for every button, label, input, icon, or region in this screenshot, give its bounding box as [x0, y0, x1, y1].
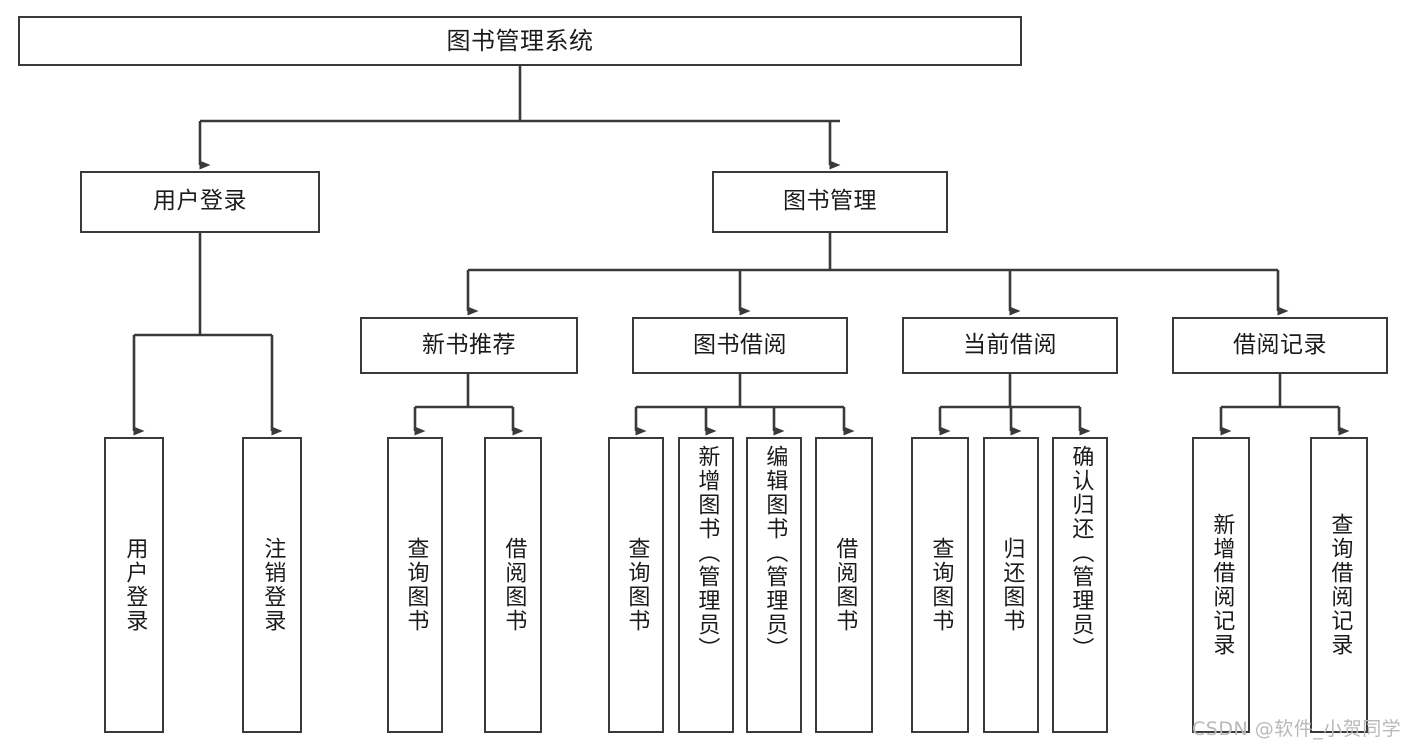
node-label: 归还图书 — [999, 537, 1025, 633]
node-label: 新书推荐 — [422, 331, 516, 358]
node-new-book-recommend[interactable]: 新书推荐 — [360, 317, 578, 374]
node-leaf-borrow-book-2[interactable]: 借阅图书 — [815, 437, 873, 733]
node-leaf-confirm-return[interactable]: 确认归还（管理员） — [1052, 437, 1108, 733]
node-current-borrow[interactable]: 当前借阅 — [902, 317, 1118, 374]
csdn-watermark: CSDN @软件_小贺同学 — [1192, 718, 1402, 740]
node-label: 借阅图书 — [832, 537, 858, 633]
node-leaf-add-book[interactable]: 新增图书（管理员） — [678, 437, 734, 733]
node-label: 编辑图书（管理员） — [762, 445, 788, 661]
node-leaf-query-book-3[interactable]: 查询图书 — [911, 437, 969, 733]
node-label: 查询借阅记录 — [1327, 513, 1353, 657]
node-leaf-return-book[interactable]: 归还图书 — [983, 437, 1039, 733]
node-leaf-edit-book[interactable]: 编辑图书（管理员） — [746, 437, 802, 733]
node-borrow-record[interactable]: 借阅记录 — [1172, 317, 1388, 374]
node-book-borrow[interactable]: 图书借阅 — [632, 317, 848, 374]
node-book-manage[interactable]: 图书管理 — [712, 171, 948, 233]
node-label: 图书借阅 — [693, 331, 787, 358]
node-label: 新增借阅记录 — [1209, 513, 1235, 657]
node-label: 用户登录 — [122, 537, 148, 633]
node-leaf-query-book-1[interactable]: 查询图书 — [387, 437, 443, 733]
node-label: 当前借阅 — [963, 331, 1057, 358]
node-label: 图书管理系统 — [446, 26, 594, 55]
node-label: 用户登录 — [153, 188, 247, 215]
node-leaf-user-login[interactable]: 用户登录 — [104, 437, 164, 733]
node-label: 图书管理 — [783, 188, 877, 215]
node-label: 注销登录 — [260, 537, 286, 633]
node-root-system[interactable]: 图书管理系统 — [18, 16, 1022, 66]
node-label: 查询图书 — [928, 537, 954, 633]
node-leaf-query-borrow-record[interactable]: 查询借阅记录 — [1310, 437, 1368, 733]
node-leaf-logout[interactable]: 注销登录 — [242, 437, 302, 733]
node-leaf-borrow-book-1[interactable]: 借阅图书 — [484, 437, 542, 733]
node-label: 查询图书 — [403, 537, 429, 633]
node-label: 借阅图书 — [501, 537, 527, 633]
node-user-login[interactable]: 用户登录 — [80, 171, 320, 233]
node-label: 借阅记录 — [1233, 331, 1327, 358]
node-label: 查询图书 — [624, 537, 650, 633]
node-label: 确认归还（管理员） — [1068, 445, 1094, 661]
node-label: 新增图书（管理员） — [694, 445, 720, 661]
node-leaf-add-borrow-record[interactable]: 新增借阅记录 — [1192, 437, 1250, 733]
node-leaf-query-book-2[interactable]: 查询图书 — [608, 437, 664, 733]
